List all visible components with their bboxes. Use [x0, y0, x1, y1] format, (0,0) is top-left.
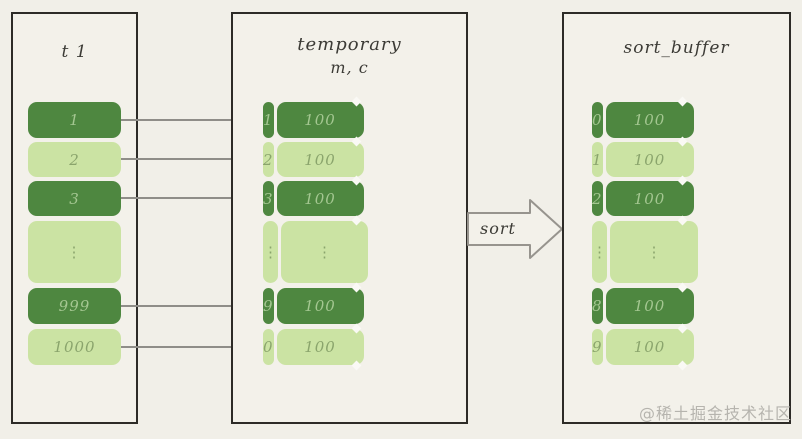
m-cell: 0	[263, 329, 274, 365]
m-cell: 9	[592, 329, 603, 365]
temporary-row-1: 1 100	[263, 96, 364, 138]
sort-buffer-row-0: 0 100	[592, 96, 694, 138]
c-cell: ⋮	[281, 221, 368, 283]
temporary-row-0: 0 100	[263, 323, 364, 371]
t1-row-3: 3	[28, 181, 121, 216]
t1-row-ellipsis: ⋮	[28, 221, 121, 283]
sort-buffer-title: sort_buffer	[623, 38, 730, 58]
sort-buffer-row-8: 8 100	[592, 282, 694, 324]
temporary-row-2: 2 100	[263, 136, 364, 177]
c-cell: 100	[605, 181, 694, 216]
t1-row-1000: 1000	[28, 329, 121, 365]
t1-row-999: 999	[28, 288, 121, 324]
c-cell: 100	[605, 102, 694, 138]
sort-buffer-row-1: 1 100	[592, 136, 694, 177]
c-cell: 100	[605, 142, 694, 177]
c-cell: 100	[605, 329, 694, 365]
t1-row-2: 2	[28, 142, 121, 177]
m-cell: 8	[592, 288, 603, 324]
m-cell: 2	[592, 181, 603, 216]
watermark: @稀土掘金技术社区	[638, 404, 792, 423]
c-cell: 100	[276, 102, 364, 138]
m-cell: 9	[263, 288, 274, 324]
c-cell: ⋮	[610, 221, 698, 283]
m-cell: ⋮	[592, 221, 607, 283]
sort-buffer-row-2: 2 100	[592, 175, 694, 216]
table-t1-box: t 1 1 2 3 ⋮ 999 1000	[11, 12, 138, 424]
temporary-table-subtitle: m, c	[330, 58, 369, 77]
c-cell: 100	[605, 288, 694, 324]
temporary-row-9: 9 100	[263, 282, 364, 324]
c-cell: 100	[276, 288, 364, 324]
c-cell: 100	[276, 329, 364, 365]
sort-buffer-box: sort_buffer 0 100 1 100 2 100 ⋮ ⋮ 8 100 …	[562, 12, 791, 424]
c-cell: 100	[276, 181, 364, 216]
temporary-row-ellipsis: ⋮ ⋮	[263, 215, 368, 283]
m-cell: ⋮	[263, 221, 278, 283]
table-t1-title: t 1	[61, 42, 88, 62]
sort-arrow	[467, 199, 563, 259]
m-cell: 1	[592, 142, 603, 177]
m-cell: 2	[263, 142, 274, 177]
sort-buffer-row-9: 9 100	[592, 323, 694, 371]
c-cell: 100	[276, 142, 364, 177]
m-cell: 1	[263, 102, 274, 138]
sort-buffer-row-ellipsis: ⋮ ⋮	[592, 215, 698, 283]
temporary-table-box: temporary m, c 1 100 2 100 3 100 ⋮ ⋮ 9 1…	[231, 12, 468, 424]
m-cell: 3	[263, 181, 274, 216]
temporary-table-title: temporary	[297, 34, 402, 55]
t1-row-1: 1	[28, 102, 121, 138]
sort-arrow-label: sort	[480, 219, 516, 238]
temporary-row-3: 3 100	[263, 175, 364, 216]
m-cell: 0	[592, 102, 603, 138]
